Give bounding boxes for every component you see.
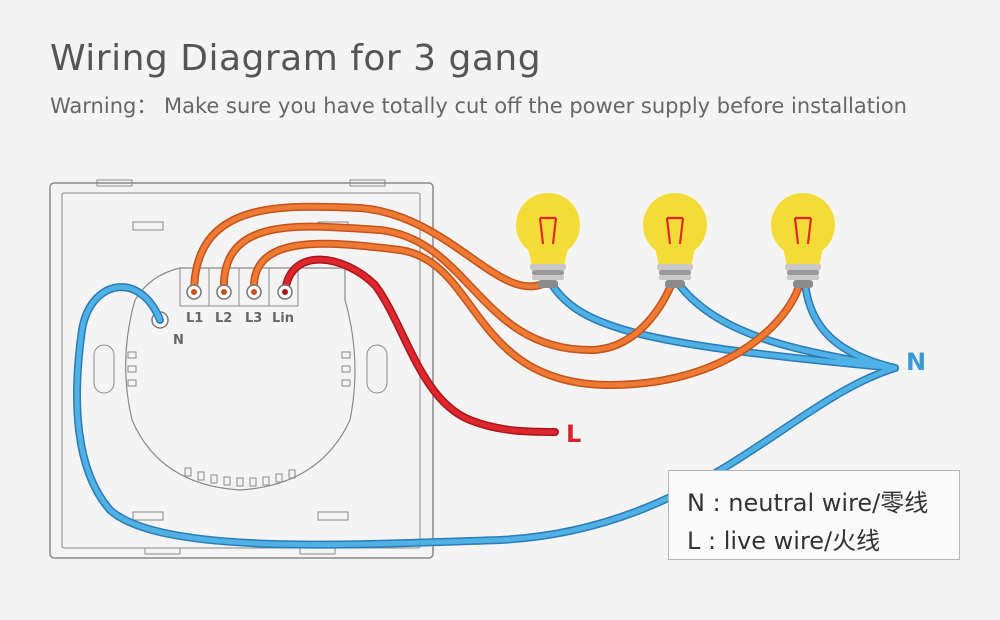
legend-box: N : neutral wire/零线 L : live wire/火线 (668, 470, 960, 560)
terminal-label-l3: L3 (245, 311, 262, 326)
light-bulb-icon (643, 193, 707, 288)
diagram-title: Wiring Diagram for 3 gang (50, 38, 542, 79)
terminal-screws (186, 284, 293, 300)
load-wires (190, 202, 804, 390)
terminal-label-l2: L2 (215, 311, 232, 326)
legend-live: L : live wire/火线 (687, 527, 881, 555)
terminal-label-l1: L1 (186, 311, 203, 326)
live-wire-label: L (566, 420, 581, 448)
terminal-label-lin: Lin (272, 311, 294, 326)
switch-panel (49, 179, 434, 559)
light-bulb-icon (516, 193, 580, 288)
neutral-wire-label: N (906, 348, 926, 376)
warning-text: Warning： Make sure you have totally cut … (50, 94, 907, 118)
neutral-terminal-label: N (173, 333, 184, 348)
live-wire (281, 255, 559, 436)
legend-neutral: N : neutral wire/零线 (687, 489, 929, 517)
light-bulb-icon (771, 193, 835, 288)
